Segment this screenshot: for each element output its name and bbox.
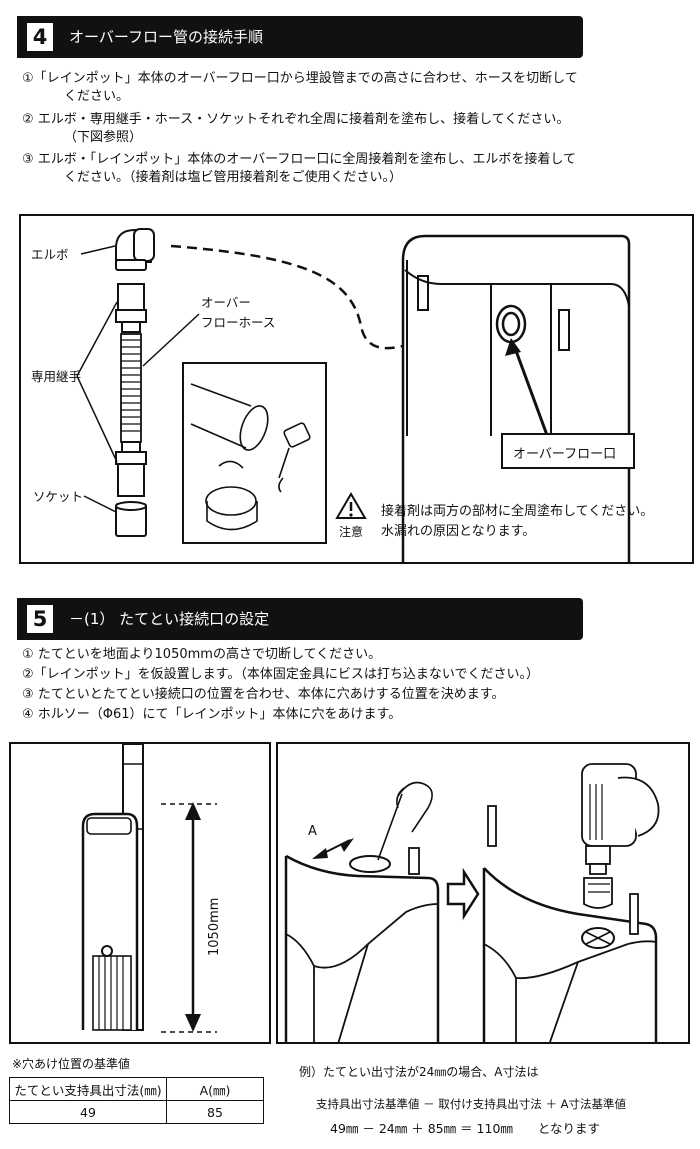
reference-note: ※穴あけ位置の基準値	[12, 1057, 131, 1071]
label-elbow: エルボ	[31, 247, 69, 262]
reference-table: たてとい支持具出寸法(㎜) A(㎜) 49 85	[9, 1077, 264, 1124]
step-4-1-cont: ください。	[64, 89, 130, 104]
reference-value-row: 49 85	[9, 1100, 264, 1124]
height-label: 1050mm	[207, 897, 222, 956]
example-line3: 49㎜ － 24㎜ ＋ 85㎜ ＝ 110㎜ となります	[330, 1121, 601, 1136]
section-4-header: 4 オーバーフロー管の接続手順	[17, 16, 583, 58]
overflow-diagram: エルボ オーバー フローホース 専用継手 ソケット オーバーフロー口 接着剤は両…	[19, 214, 694, 564]
reference-value-col1: 49	[9, 1100, 167, 1124]
step-4-2: ② エルボ・専用継手・ホース・ソケットそれぞれ全周に接着剤を塗布し、接着してくだ…	[22, 112, 570, 127]
overflow-diagram-drawing	[76, 228, 635, 562]
dimension-a-label: A	[308, 824, 317, 839]
reference-header-col1: たてとい支持具出寸法(㎜)	[9, 1077, 167, 1101]
label-hose-line1: オーバー	[201, 295, 251, 310]
step-4-3: ③ エルボ・「レインポット」本体のオーバーフロー口に全周接着剤を塗布し、エルボを…	[22, 152, 576, 167]
label-joint: 専用継手	[31, 369, 82, 384]
step-5-2: ②「レインポット」を仮設置します。（本体固定金具にビスは打ち込まないでください。…	[22, 667, 539, 682]
section-4-number: 4	[27, 23, 53, 51]
step-5-4: ④ ホルソー（Φ61）にて「レインポット」本体に穴をあけます。	[22, 707, 402, 722]
step-4-3-cont: ください。（接着剤は塩ビ管用接着剤をご使用ください。）	[64, 170, 403, 185]
drilling-diagram-drawing	[284, 763, 660, 1042]
height-diagram: 1050mm	[9, 742, 271, 1044]
reference-header-col2: A(㎜)	[166, 1077, 264, 1101]
step-4-2-cont: （下図参照）	[64, 130, 143, 145]
label-hose-line2: フローホース	[201, 315, 276, 330]
caution-text-line2: 水漏れの原因となります。	[381, 524, 536, 539]
example-line2: 支持具出寸法基準値 － 取付け支持具出寸法 ＋ A寸法基準値	[316, 1097, 626, 1111]
section-5-title: －(1） たてとい接続口の設定	[69, 610, 270, 628]
reference-header-row: たてとい支持具出寸法(㎜) A(㎜)	[9, 1077, 264, 1101]
example-line1: 例）たてとい出寸法が24㎜の場合、A寸法は	[299, 1065, 539, 1079]
step-4-1: ①「レインポット」本体のオーバーフロー口から埋設管までの高さに合わせ、ホースを切…	[22, 71, 578, 86]
step-5-1: ① たてといを地面より1050mmの高さで切断してください。	[22, 647, 382, 662]
label-overflow-port: オーバーフロー口	[513, 447, 617, 462]
section-4-title: オーバーフロー管の接続手順	[69, 28, 263, 46]
height-diagram-drawing	[81, 744, 217, 1033]
caution-label: 注意	[339, 525, 364, 539]
section-5-header: 5 －(1） たてとい接続口の設定	[17, 598, 583, 640]
reference-value-col2: 85	[166, 1100, 264, 1124]
caution-text-line1: 接着剤は両方の部材に全周塗布してください。	[381, 504, 654, 519]
section-5-number: 5	[27, 605, 53, 633]
drilling-diagram: A	[276, 742, 690, 1044]
step-5-3: ③ たてといとたてとい接続口の位置を合わせ、本体に穴あけする位置を決めます。	[22, 687, 505, 702]
label-socket: ソケット	[33, 489, 84, 504]
